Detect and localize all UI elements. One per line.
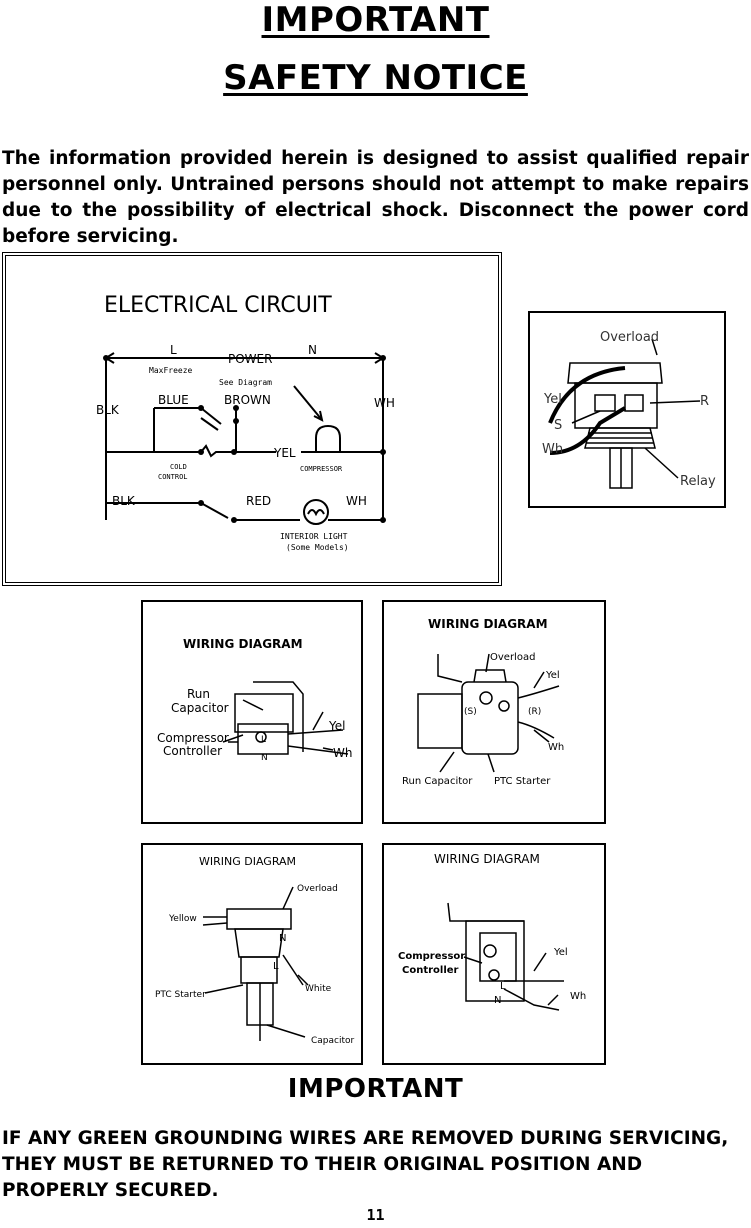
w2-wh: Wh: [548, 742, 564, 753]
w3-yellow: Yellow: [168, 914, 197, 924]
label-n: N: [308, 343, 317, 357]
label-overload: Overload: [600, 330, 659, 345]
w1-capacitor: Capacitor: [171, 701, 229, 715]
w2-run-capacitor: Run Capacitor: [402, 776, 473, 787]
wiring-diagram-3-panel: WIRING DIAGRAM Overload Yellow N L PTC S…: [141, 843, 363, 1065]
w2-s: (S): [464, 707, 477, 717]
label-red: RED: [246, 494, 271, 508]
label-r: R: [700, 394, 709, 409]
page-number: 11: [366, 1206, 385, 1224]
label-cold: COLD: [170, 463, 187, 471]
w4-compressor: Compressor: [398, 951, 465, 962]
label-some-models: (Some Models): [286, 543, 349, 552]
label-blk-bottom: BLK: [112, 494, 136, 508]
circuit-title: ELECTRICAL CIRCUIT: [104, 293, 332, 318]
w3-l: L: [273, 961, 279, 972]
w1-yel: Yel: [328, 719, 345, 733]
w1-compressor: Compressor: [157, 731, 229, 745]
w1-controller: Controller: [163, 744, 222, 758]
w1-wh: Wh: [333, 746, 352, 760]
intro-paragraph: The information provided herein is desig…: [2, 148, 749, 247]
electrical-circuit-panel: ELECTRICAL CIRCUIT L POWER N MaxFreeze S…: [2, 252, 502, 586]
w4-n: N: [494, 995, 501, 1006]
label-brown: BROWN: [224, 393, 271, 407]
w2-ptc-starter: PTC Starter: [494, 776, 551, 787]
w3-n: N: [279, 933, 286, 944]
relay-diagram-panel: Overload Yel R S Wh Relay: [528, 311, 726, 508]
label-maxfreeze: MaxFreeze: [149, 366, 193, 375]
wiring-diagram-4: WIRING DIAGRAM Compressor Controller Yel…: [398, 852, 586, 1011]
w4-controller: Controller: [402, 965, 459, 976]
title-important: IMPORTANT: [261, 0, 490, 40]
label-relay: Relay: [680, 474, 716, 489]
wiring-diagram-3: WIRING DIAGRAM Overload Yellow N L PTC S…: [155, 855, 355, 1046]
wiring-diagram-1: WIRING DIAGRAM Run Capacitor Compressor …: [157, 637, 352, 763]
label-wh-top: WH: [374, 396, 395, 410]
label-s: S: [554, 418, 562, 433]
label-blue: BLUE: [158, 393, 189, 407]
w1-l: L: [261, 735, 266, 745]
label-yel: YEL: [273, 446, 296, 460]
label-wh: Wh: [542, 442, 563, 457]
wiring-diagram-1-panel: WIRING DIAGRAM Run Capacitor Compressor …: [141, 600, 363, 824]
label-interior-light: INTERIOR LIGHT: [280, 532, 348, 541]
w2-title: WIRING DIAGRAM: [428, 617, 548, 631]
w4-yel: Yel: [553, 947, 568, 958]
wiring-diagram-4-panel: WIRING DIAGRAM Compressor Controller Yel…: [382, 843, 606, 1065]
w2-overload: Overload: [490, 652, 535, 663]
w2-r: (R): [528, 707, 541, 717]
w3-ptc-starter: PTC Starter: [155, 990, 206, 1000]
w2-yel: Yel: [545, 670, 560, 681]
important-heading: IMPORTANT: [287, 1074, 464, 1104]
label-control: CONTROL: [158, 473, 188, 481]
w1-n: N: [261, 753, 268, 763]
wiring-diagram-2: WIRING DIAGRAM Overload Yel (S) (R) Wh R…: [402, 617, 564, 787]
w3-title: WIRING DIAGRAM: [199, 855, 296, 868]
electrical-circuit-diagram: ELECTRICAL CIRCUIT L POWER N MaxFreeze S…: [96, 293, 395, 552]
w3-white: White: [305, 984, 332, 994]
label-power: POWER: [228, 352, 272, 366]
w1-title: WIRING DIAGRAM: [183, 637, 303, 651]
label-compressor: COMPRESSOR: [300, 465, 343, 473]
w4-l: L: [500, 981, 506, 992]
label-wh-bottom: WH: [346, 494, 367, 508]
wiring-diagram-2-panel: WIRING DIAGRAM Overload Yel (S) (R) Wh R…: [382, 600, 606, 824]
w4-title: WIRING DIAGRAM: [434, 852, 540, 866]
label-blk-top: BLK: [96, 403, 120, 417]
label-yel: Yel: [543, 392, 562, 407]
w3-overload: Overload: [297, 884, 338, 894]
label-see-diagram: See Diagram: [219, 378, 272, 387]
label-l: L: [170, 343, 177, 357]
relay-diagram: Overload Yel R S Wh Relay: [542, 330, 716, 489]
w4-wh: Wh: [570, 991, 586, 1002]
grounding-warning: IF ANY GREEN GROUNDING WIRES ARE REMOVED…: [2, 1128, 729, 1201]
w3-capacitor: Capacitor: [311, 1036, 355, 1046]
w1-run: Run: [187, 687, 210, 701]
title-safety-notice: SAFETY NOTICE: [223, 58, 528, 98]
